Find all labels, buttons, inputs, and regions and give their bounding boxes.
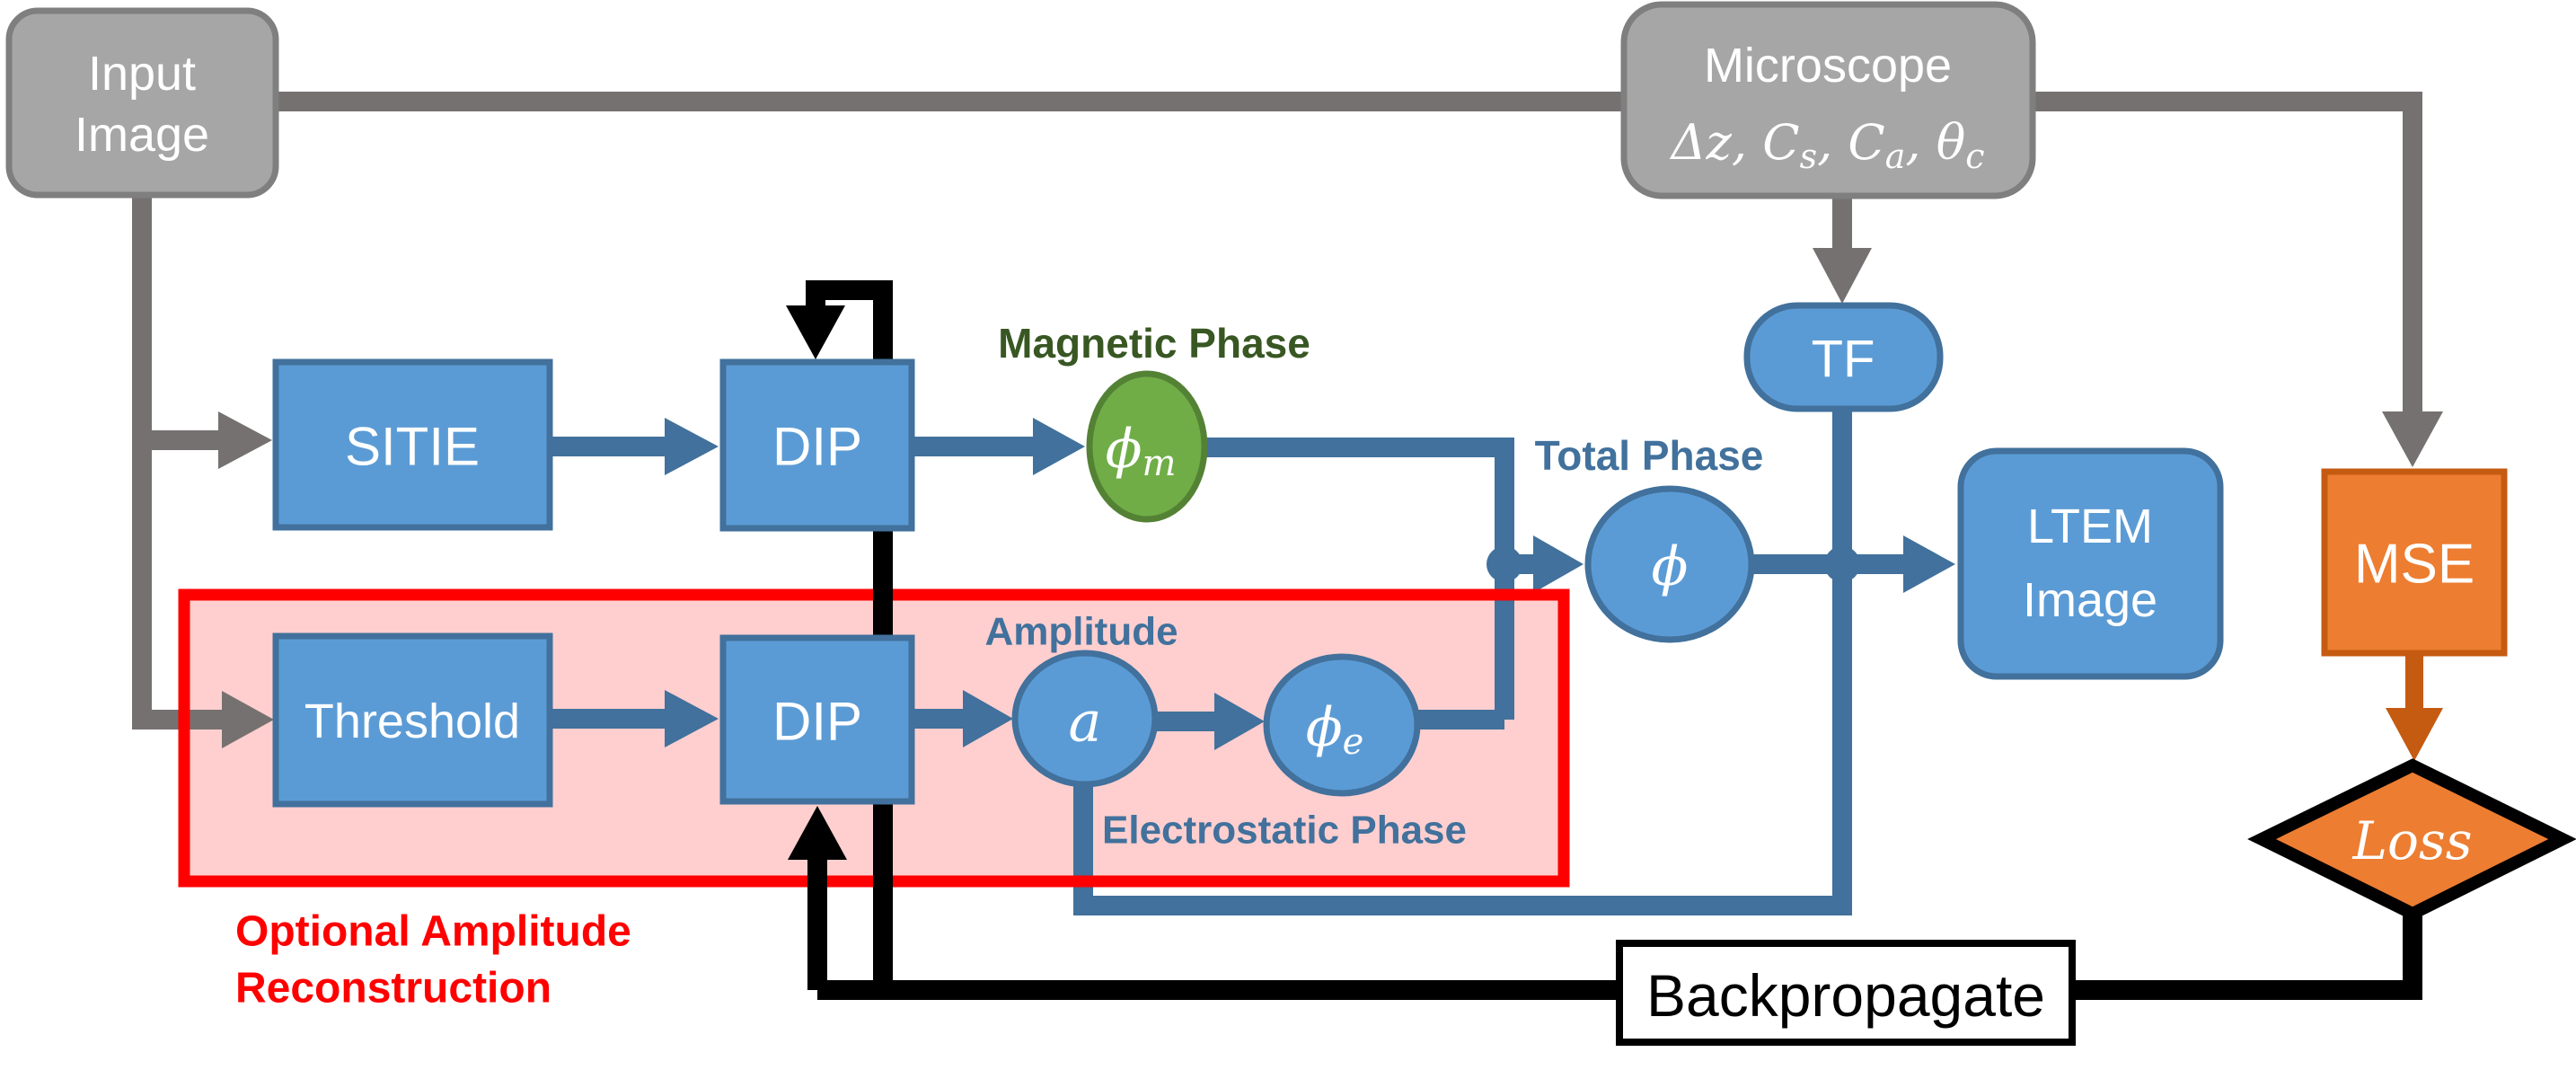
phi-e-glyph: ϕe bbox=[1306, 696, 1364, 763]
ltem-label-line1: LTEM bbox=[2027, 500, 2153, 553]
input-image-box bbox=[5, 7, 279, 199]
input-image-label-line2: Image bbox=[75, 108, 209, 162]
dip-top-box bbox=[719, 358, 915, 532]
dip-top-label: DIP bbox=[772, 417, 862, 477]
arrowhead-into-a bbox=[963, 690, 1013, 747]
arrowhead-into-mse-top bbox=[2382, 411, 2443, 467]
sitie-box bbox=[272, 358, 553, 531]
backpropagate-label: Backpropagate bbox=[1646, 962, 2045, 1029]
optional-caption-line1: Optional Amplitude bbox=[235, 908, 631, 956]
tf-box bbox=[1743, 302, 1944, 412]
phi-m-glyph: ϕm bbox=[1106, 418, 1177, 484]
arrowhead-backprop-into-dip-bottom bbox=[788, 806, 847, 860]
dip-bottom-box bbox=[719, 634, 915, 805]
ltem-image-box bbox=[1957, 447, 2224, 680]
magnetic-phase-node bbox=[1086, 370, 1208, 523]
threshold-label: Threshold bbox=[304, 694, 520, 748]
microscope-formula: Δz, Cs, Ca, θc bbox=[1669, 114, 1984, 177]
electrostatic-phase-label: Electrostatic Phase bbox=[1102, 809, 1467, 853]
arrowhead-into-ltem bbox=[1903, 535, 1955, 593]
tf-label: TF bbox=[1812, 331, 1875, 389]
mse-label: MSE bbox=[2354, 534, 2475, 596]
microscope-label: Microscope bbox=[1704, 39, 1952, 93]
arrowhead-into-loss bbox=[2386, 708, 2443, 761]
arrowhead-into-dip-top bbox=[665, 418, 719, 475]
arrowhead-into-tf bbox=[1813, 248, 1872, 304]
arrowhead-into-phim bbox=[1033, 418, 1085, 475]
connector-amplitude-and-tf-riser bbox=[1073, 409, 1852, 915]
arrowhead-into-dip-bottom bbox=[665, 690, 719, 747]
amplitude-node bbox=[1011, 650, 1159, 788]
connector-microscope-to-mse bbox=[2033, 92, 2422, 415]
magnetic-phase-label: Magnetic Phase bbox=[998, 320, 1310, 367]
ltem-label-line2: Image bbox=[2023, 573, 2157, 627]
loss-diamond bbox=[2247, 758, 2576, 921]
connector-loss-to-backpropagate bbox=[817, 914, 2422, 1000]
optional-caption-line2: Reconstruction bbox=[235, 965, 551, 1013]
sitie-label: SITIE bbox=[345, 417, 480, 477]
amplitude-label: Amplitude bbox=[984, 610, 1178, 654]
connector-input-down bbox=[132, 195, 222, 730]
a-glyph: a bbox=[1069, 689, 1102, 755]
dip-bottom-label: DIP bbox=[772, 692, 862, 752]
junction-dot-phase-sum bbox=[1486, 546, 1522, 582]
phi-glyph: ϕ bbox=[1652, 535, 1689, 598]
total-phase-node bbox=[1584, 485, 1755, 643]
junction-dot-tf bbox=[1824, 546, 1860, 582]
input-image-label-line1: Input bbox=[88, 47, 196, 101]
loss-label: Loss bbox=[2352, 810, 2473, 871]
arrowhead-into-sitie bbox=[218, 411, 272, 469]
connector-phim-to-junction bbox=[1204, 438, 1514, 720]
electrostatic-phase-node bbox=[1263, 653, 1421, 797]
arrowhead-backprop-into-dip-top bbox=[786, 305, 845, 359]
threshold-box bbox=[272, 632, 553, 808]
arrowhead-into-phi bbox=[1533, 535, 1584, 593]
total-phase-label: Total Phase bbox=[1535, 432, 1764, 479]
arrowhead-into-phie bbox=[1214, 693, 1265, 750]
backpropagate-box bbox=[1616, 940, 2076, 1046]
microscope-box bbox=[1620, 1, 2036, 199]
arrowhead-into-threshold bbox=[222, 691, 274, 748]
